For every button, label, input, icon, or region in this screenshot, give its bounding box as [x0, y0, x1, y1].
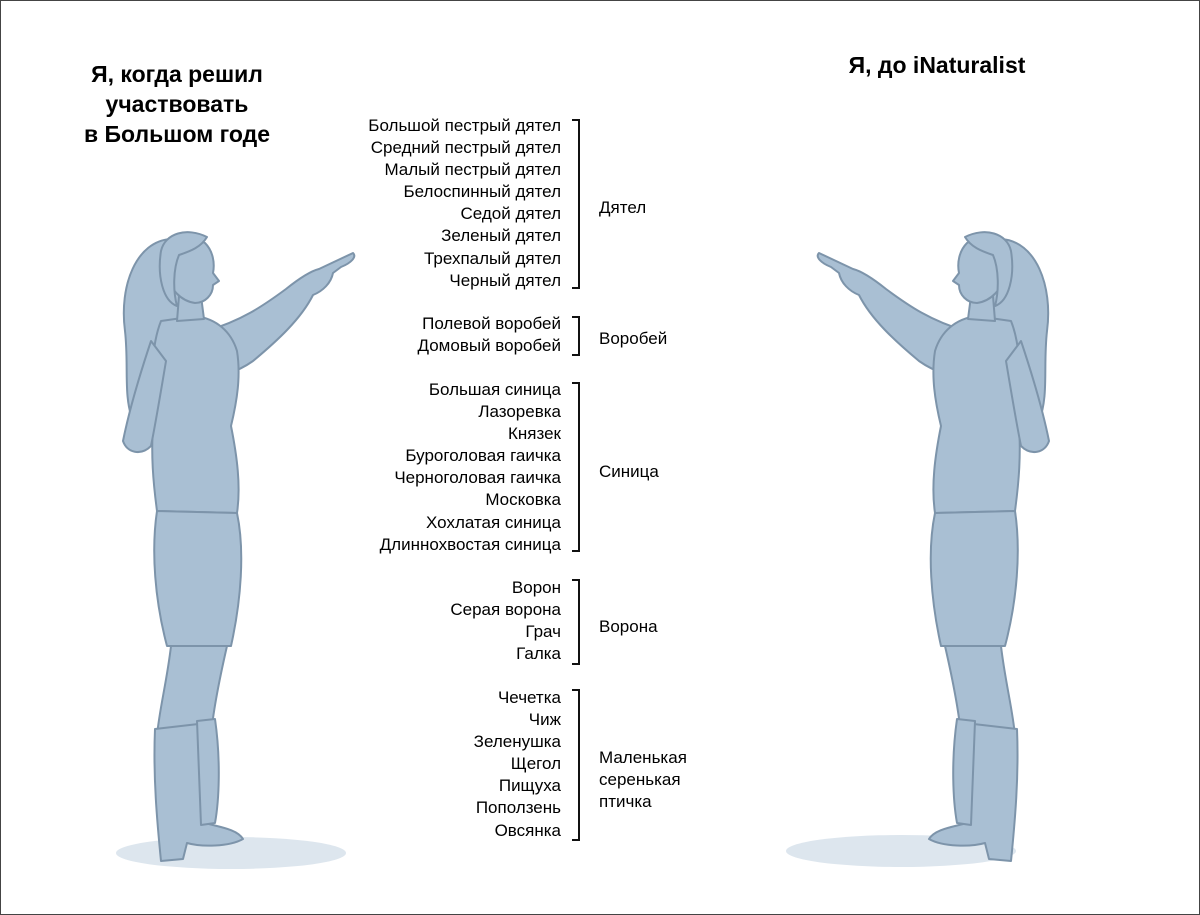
species-item: Большая синица [428, 380, 561, 399]
genus-label-tit: Синица [599, 462, 659, 481]
bracket-woodpecker [572, 119, 580, 289]
right-raised-arm [816, 252, 967, 376]
right-legs [944, 645, 1016, 737]
left-hair-top [158, 231, 208, 307]
right-hair-top [964, 231, 1014, 307]
species-item: Хохлатая синица [426, 512, 561, 532]
species-item: Чечетка [497, 688, 561, 707]
species-list-tit: Большая синица Лазоревка Князек Буроголо… [301, 379, 561, 556]
left-back-arm [122, 340, 167, 453]
species-item: Малый пестрый дятел [384, 160, 561, 180]
right-boot-back [952, 718, 976, 826]
species-item: Зеленушка [473, 732, 561, 752]
species-item: Белоспинный дятел [403, 182, 561, 202]
species-item: Овсянка [494, 820, 561, 840]
right-skirt [929, 510, 1019, 647]
species-item: Щегол [510, 754, 561, 774]
species-item: Средний пестрый дятел [370, 138, 561, 158]
species-item: Буроголовая гаичка [405, 446, 561, 466]
species-item: Большой пестрый дятел [368, 116, 561, 135]
genus-label-small-bird: Маленькая серенькая птичка [599, 748, 687, 811]
bracket-crow [572, 579, 580, 665]
species-item: Зеленый дятел [441, 226, 561, 246]
left-caption: Я, когда решил участвовать в Большом год… [83, 61, 271, 147]
bracket-sparrow [572, 316, 580, 356]
species-item: Домовый воробей [417, 336, 561, 356]
species-item: Лазоревка [478, 402, 561, 422]
species-item: Чиж [528, 710, 561, 730]
species-item: Черный дятел [449, 270, 561, 290]
left-skirt [153, 510, 243, 647]
bracket-tit [572, 382, 580, 552]
species-item: Седой дятел [460, 204, 561, 224]
species-item: Московка [485, 490, 561, 510]
species-list-woodpecker: Большой пестрый дятел Средний пестрый дя… [301, 115, 561, 292]
right-back-arm [1005, 340, 1050, 453]
left-boot-back [196, 718, 220, 826]
right-caption: Я, до iNaturalist [848, 52, 1026, 78]
species-item: Полевой воробей [422, 314, 561, 333]
species-item: Ворон [511, 578, 561, 597]
species-item: Длиннохвостая синица [379, 534, 561, 554]
genus-label-crow: Ворона [599, 617, 658, 636]
species-item: Галка [516, 644, 561, 664]
species-item: Поползень [475, 798, 561, 818]
bracket-small-bird [572, 689, 580, 841]
left-raised-arm [205, 252, 356, 376]
species-item: Трехпалый дятел [423, 248, 561, 268]
genus-label-sparrow: Воробей [599, 329, 668, 348]
species-item: Князек [508, 424, 561, 444]
species-list-sparrow: Полевой воробей Домовый воробей [301, 313, 561, 357]
genus-label-woodpecker: Дятел [599, 198, 647, 217]
species-item: Пищуха [498, 776, 561, 796]
species-list-crow: Ворон Серая ворона Грач Галка [301, 577, 561, 665]
species-item: Черноголовая гаичка [394, 468, 561, 488]
right-torso [932, 315, 1022, 514]
species-item: Серая ворона [450, 600, 561, 620]
species-item: Грач [525, 622, 561, 642]
species-list-small-bird: Чечетка Чиж Зеленушка Щегол Пищуха Попол… [301, 687, 561, 842]
